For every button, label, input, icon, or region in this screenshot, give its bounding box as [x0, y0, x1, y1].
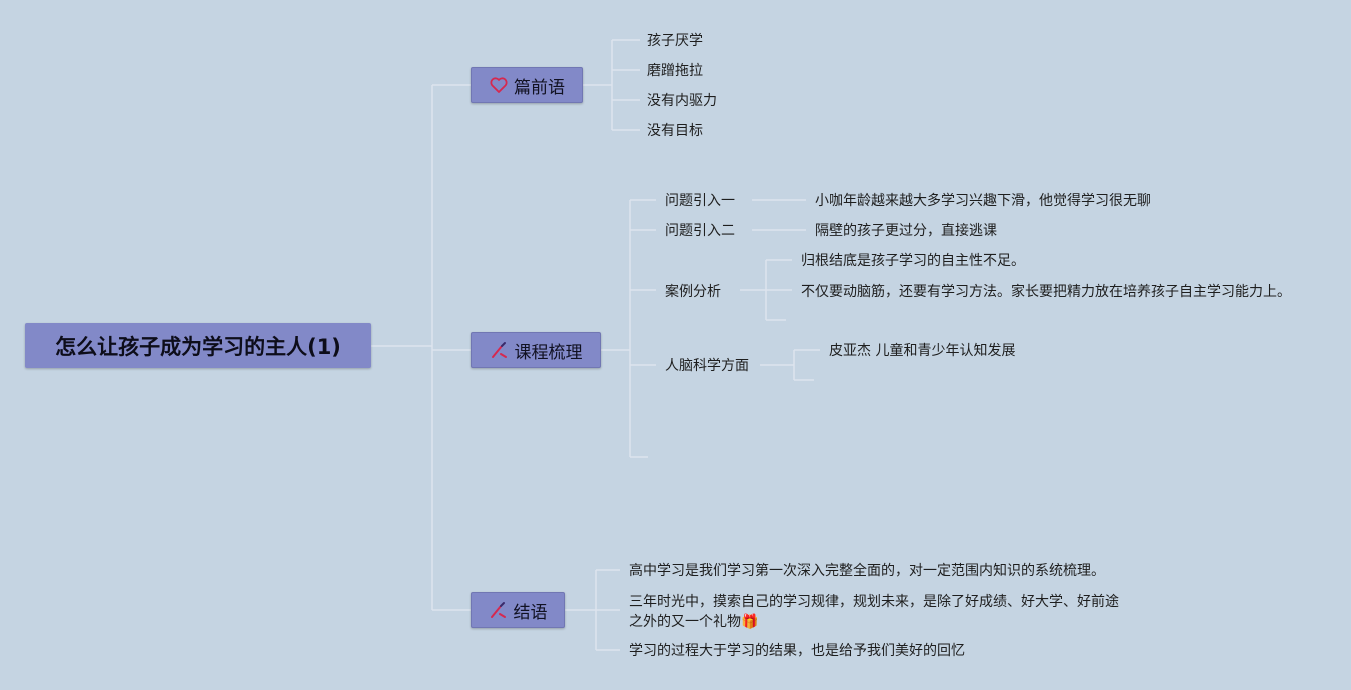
pencil-icon	[489, 600, 509, 620]
list-item[interactable]: 没有目标	[647, 123, 703, 139]
detail-item[interactable]: 小咖年龄越来越大多学习兴趣下滑，他觉得学习很无聊	[815, 193, 1151, 209]
list-item[interactable]: 高中学习是我们学习第一次深入完整全面的，对一定范围内知识的系统梳理。	[629, 563, 1105, 579]
detail-item[interactable]: 归根结底是孩子学习的自主性不足。	[801, 253, 1025, 269]
branch-label: 课程梳理	[514, 342, 583, 363]
branch-conclusion[interactable]: 结语	[471, 592, 565, 628]
list-item[interactable]: 学习的过程大于学习的结果，也是给予我们美好的回忆	[629, 643, 965, 659]
list-item[interactable]: 没有内驱力	[647, 93, 717, 109]
branch-preface[interactable]: 篇前语	[471, 67, 583, 103]
subtopic-item[interactable]: 人脑科学方面	[665, 358, 749, 374]
subtopic-item[interactable]: 案例分析	[665, 284, 721, 300]
root-topic[interactable]: 怎么让孩子成为学习的主人(1)	[25, 323, 371, 368]
branch-label: 篇前语	[514, 77, 565, 98]
list-item[interactable]: 三年时光中，摸索自己的学习规律，规划未来，是除了好成绩、好大学、好前途之外的又一…	[629, 594, 1119, 630]
branch-course-review[interactable]: 课程梳理	[471, 332, 601, 368]
pencil-icon	[490, 340, 510, 360]
heart-icon	[489, 75, 509, 95]
branch-label: 结语	[513, 602, 548, 623]
subtopic-item[interactable]: 问题引入二	[665, 223, 735, 239]
subtopic-item[interactable]: 问题引入一	[665, 193, 735, 209]
detail-item[interactable]: 隔壁的孩子更过分，直接逃课	[815, 223, 997, 239]
detail-item[interactable]: 不仅要动脑筋，还要有学习方法。家长要把精力放在培养孩子自主学习能力上。	[801, 284, 1291, 300]
list-item[interactable]: 孩子厌学	[647, 33, 703, 49]
list-item[interactable]: 磨蹭拖拉	[647, 63, 703, 79]
detail-item[interactable]: 皮亚杰 儿童和青少年认知发展	[829, 343, 1016, 359]
